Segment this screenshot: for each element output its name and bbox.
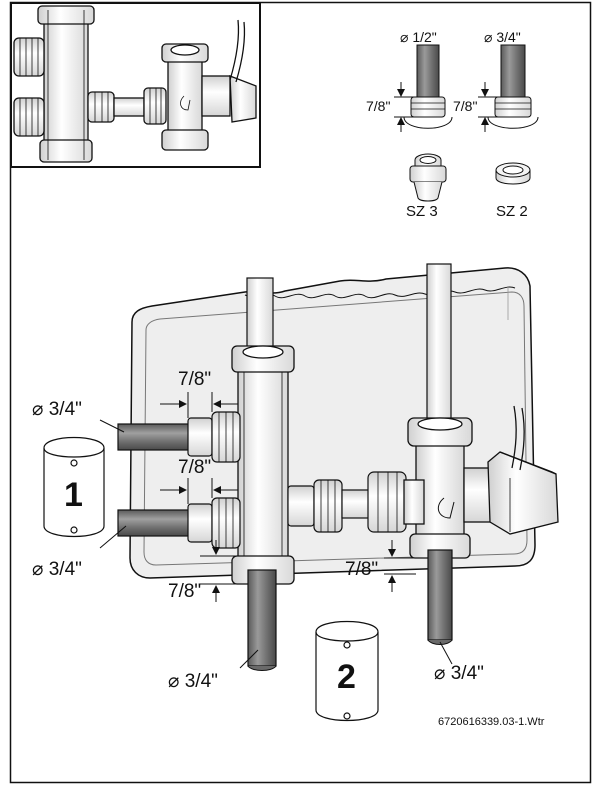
manifold-body <box>231 345 295 585</box>
figure-code: 6720616339.03-1.Wtr <box>438 716 545 728</box>
top-right-pipe <box>426 263 452 425</box>
dim-bottom-right-label: 7/8" <box>345 559 379 580</box>
part-sz3 <box>409 153 447 202</box>
left-inlet-upper <box>117 411 241 463</box>
tag-2-shape <box>315 620 379 722</box>
dim-bottom-left-label: 7/8" <box>168 581 202 602</box>
part-sz3-label: SZ 3 <box>406 203 438 220</box>
inset-pipe-threequarter-label: ⌀ 3/4" <box>484 29 521 45</box>
tee-outlet-pipe <box>427 549 453 641</box>
manifold-outlet-pipe <box>247 569 277 667</box>
inset-dimension-arrows <box>394 82 506 132</box>
inset-dim-left-label: 7/8" <box>366 98 391 114</box>
pipe-lower-left-label: ⌀ 3/4" <box>32 559 82 580</box>
dim-middle-label: 7/8" <box>178 457 212 478</box>
left-inlet-lower <box>117 497 241 549</box>
detail-pipe-three-quarter <box>487 44 539 129</box>
inset-dim-right-label: 7/8" <box>453 98 478 114</box>
valve-actuator <box>487 405 559 535</box>
leader-lines <box>99 419 453 669</box>
inset-box <box>10 2 261 168</box>
inset-pipe-half-label: ⌀ 1/2" <box>400 29 437 45</box>
dim-top-label: 7/8" <box>178 369 212 390</box>
pipe-bottom-center-label: ⌀ 3/4" <box>168 671 218 692</box>
tag-1-shape <box>43 436 105 538</box>
detail-pipe-half-inch <box>403 44 453 129</box>
part-sz2 <box>495 162 531 185</box>
pipe-upper-left-label: ⌀ 3/4" <box>32 399 82 420</box>
main-dimension-arrows <box>160 392 416 602</box>
pipe-bottom-right-label: ⌀ 3/4" <box>434 663 484 684</box>
tag-2-number: 2 <box>337 658 356 696</box>
part-sz2-label: SZ 2 <box>496 203 528 220</box>
tag-1-number: 1 <box>64 476 83 514</box>
